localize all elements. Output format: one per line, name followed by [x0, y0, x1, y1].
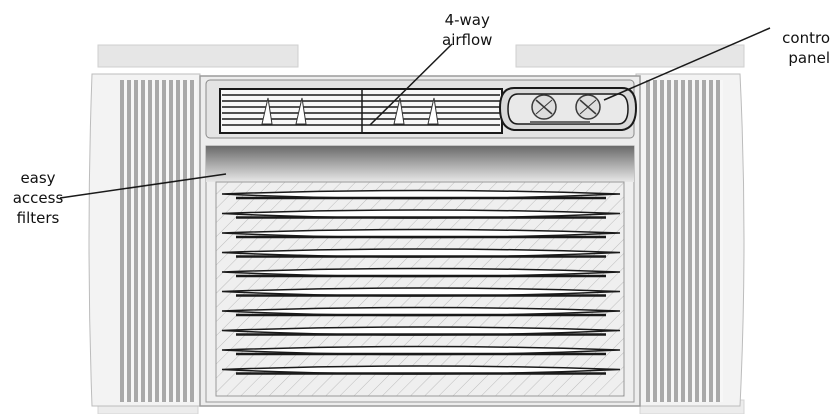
fin-highlight — [180, 80, 183, 402]
fin-stripe — [674, 80, 678, 402]
fin-stripe — [155, 80, 159, 402]
control-panel-label: contro panel — [780, 28, 830, 68]
left-top-panel — [98, 45, 298, 67]
control-panel-label-line-2: panel — [780, 48, 830, 68]
fin-stripe — [162, 80, 166, 402]
fin-stripe — [660, 80, 664, 402]
fin-highlight — [124, 80, 127, 402]
fin-stripe — [190, 80, 194, 402]
fin-stripe — [141, 80, 145, 402]
fin-highlight — [692, 80, 695, 402]
filters-label-line-3: filters — [8, 208, 68, 228]
fin-highlight — [159, 80, 162, 402]
right-side-fins — [636, 74, 744, 406]
fin-highlight — [720, 80, 723, 402]
fin-stripe — [120, 80, 124, 402]
airflow-vent — [220, 89, 502, 133]
fin-stripe — [667, 80, 671, 402]
fin-highlight — [145, 80, 148, 402]
fin-highlight — [173, 80, 176, 402]
filters-label-line-2: access — [8, 188, 68, 208]
fin-stripe — [695, 80, 699, 402]
fin-highlight — [650, 80, 653, 402]
airflow-label: 4-way airflow — [442, 10, 492, 50]
fin-stripe — [702, 80, 706, 402]
control-knob-left — [532, 95, 556, 119]
fin-highlight — [671, 80, 674, 402]
airflow-label-line-2: airflow — [442, 30, 492, 50]
fin-highlight — [657, 80, 660, 402]
fin-highlight — [138, 80, 141, 402]
filter-grille — [206, 146, 634, 402]
fin-highlight — [194, 80, 197, 402]
fin-stripe — [169, 80, 173, 402]
fin-stripe — [646, 80, 650, 402]
fin-stripe — [134, 80, 138, 402]
fin-stripe — [716, 80, 720, 402]
fin-highlight — [678, 80, 681, 402]
fin-stripe — [653, 80, 657, 402]
right-top-panel — [516, 45, 744, 67]
fin-highlight — [187, 80, 190, 402]
fin-stripe — [127, 80, 131, 402]
control-panel-label-line-1: contro — [780, 28, 830, 48]
fin-stripe — [709, 80, 713, 402]
fin-stripe — [681, 80, 685, 402]
fin-highlight — [131, 80, 134, 402]
fin-highlight — [166, 80, 169, 402]
control-knob-right — [576, 95, 600, 119]
fin-stripe — [688, 80, 692, 402]
fin-highlight — [664, 80, 667, 402]
fin-highlight — [699, 80, 702, 402]
fin-highlight — [685, 80, 688, 402]
fin-highlight — [713, 80, 716, 402]
airflow-label-line-1: 4-way — [442, 10, 492, 30]
fin-stripe — [176, 80, 180, 402]
fin-highlight — [152, 80, 155, 402]
fin-stripe — [183, 80, 187, 402]
fin-highlight — [706, 80, 709, 402]
filters-label-line-1: easy — [8, 168, 68, 188]
filters-label: easy access filters — [8, 168, 68, 228]
left-side-fins — [89, 74, 200, 406]
fin-stripe — [148, 80, 152, 402]
